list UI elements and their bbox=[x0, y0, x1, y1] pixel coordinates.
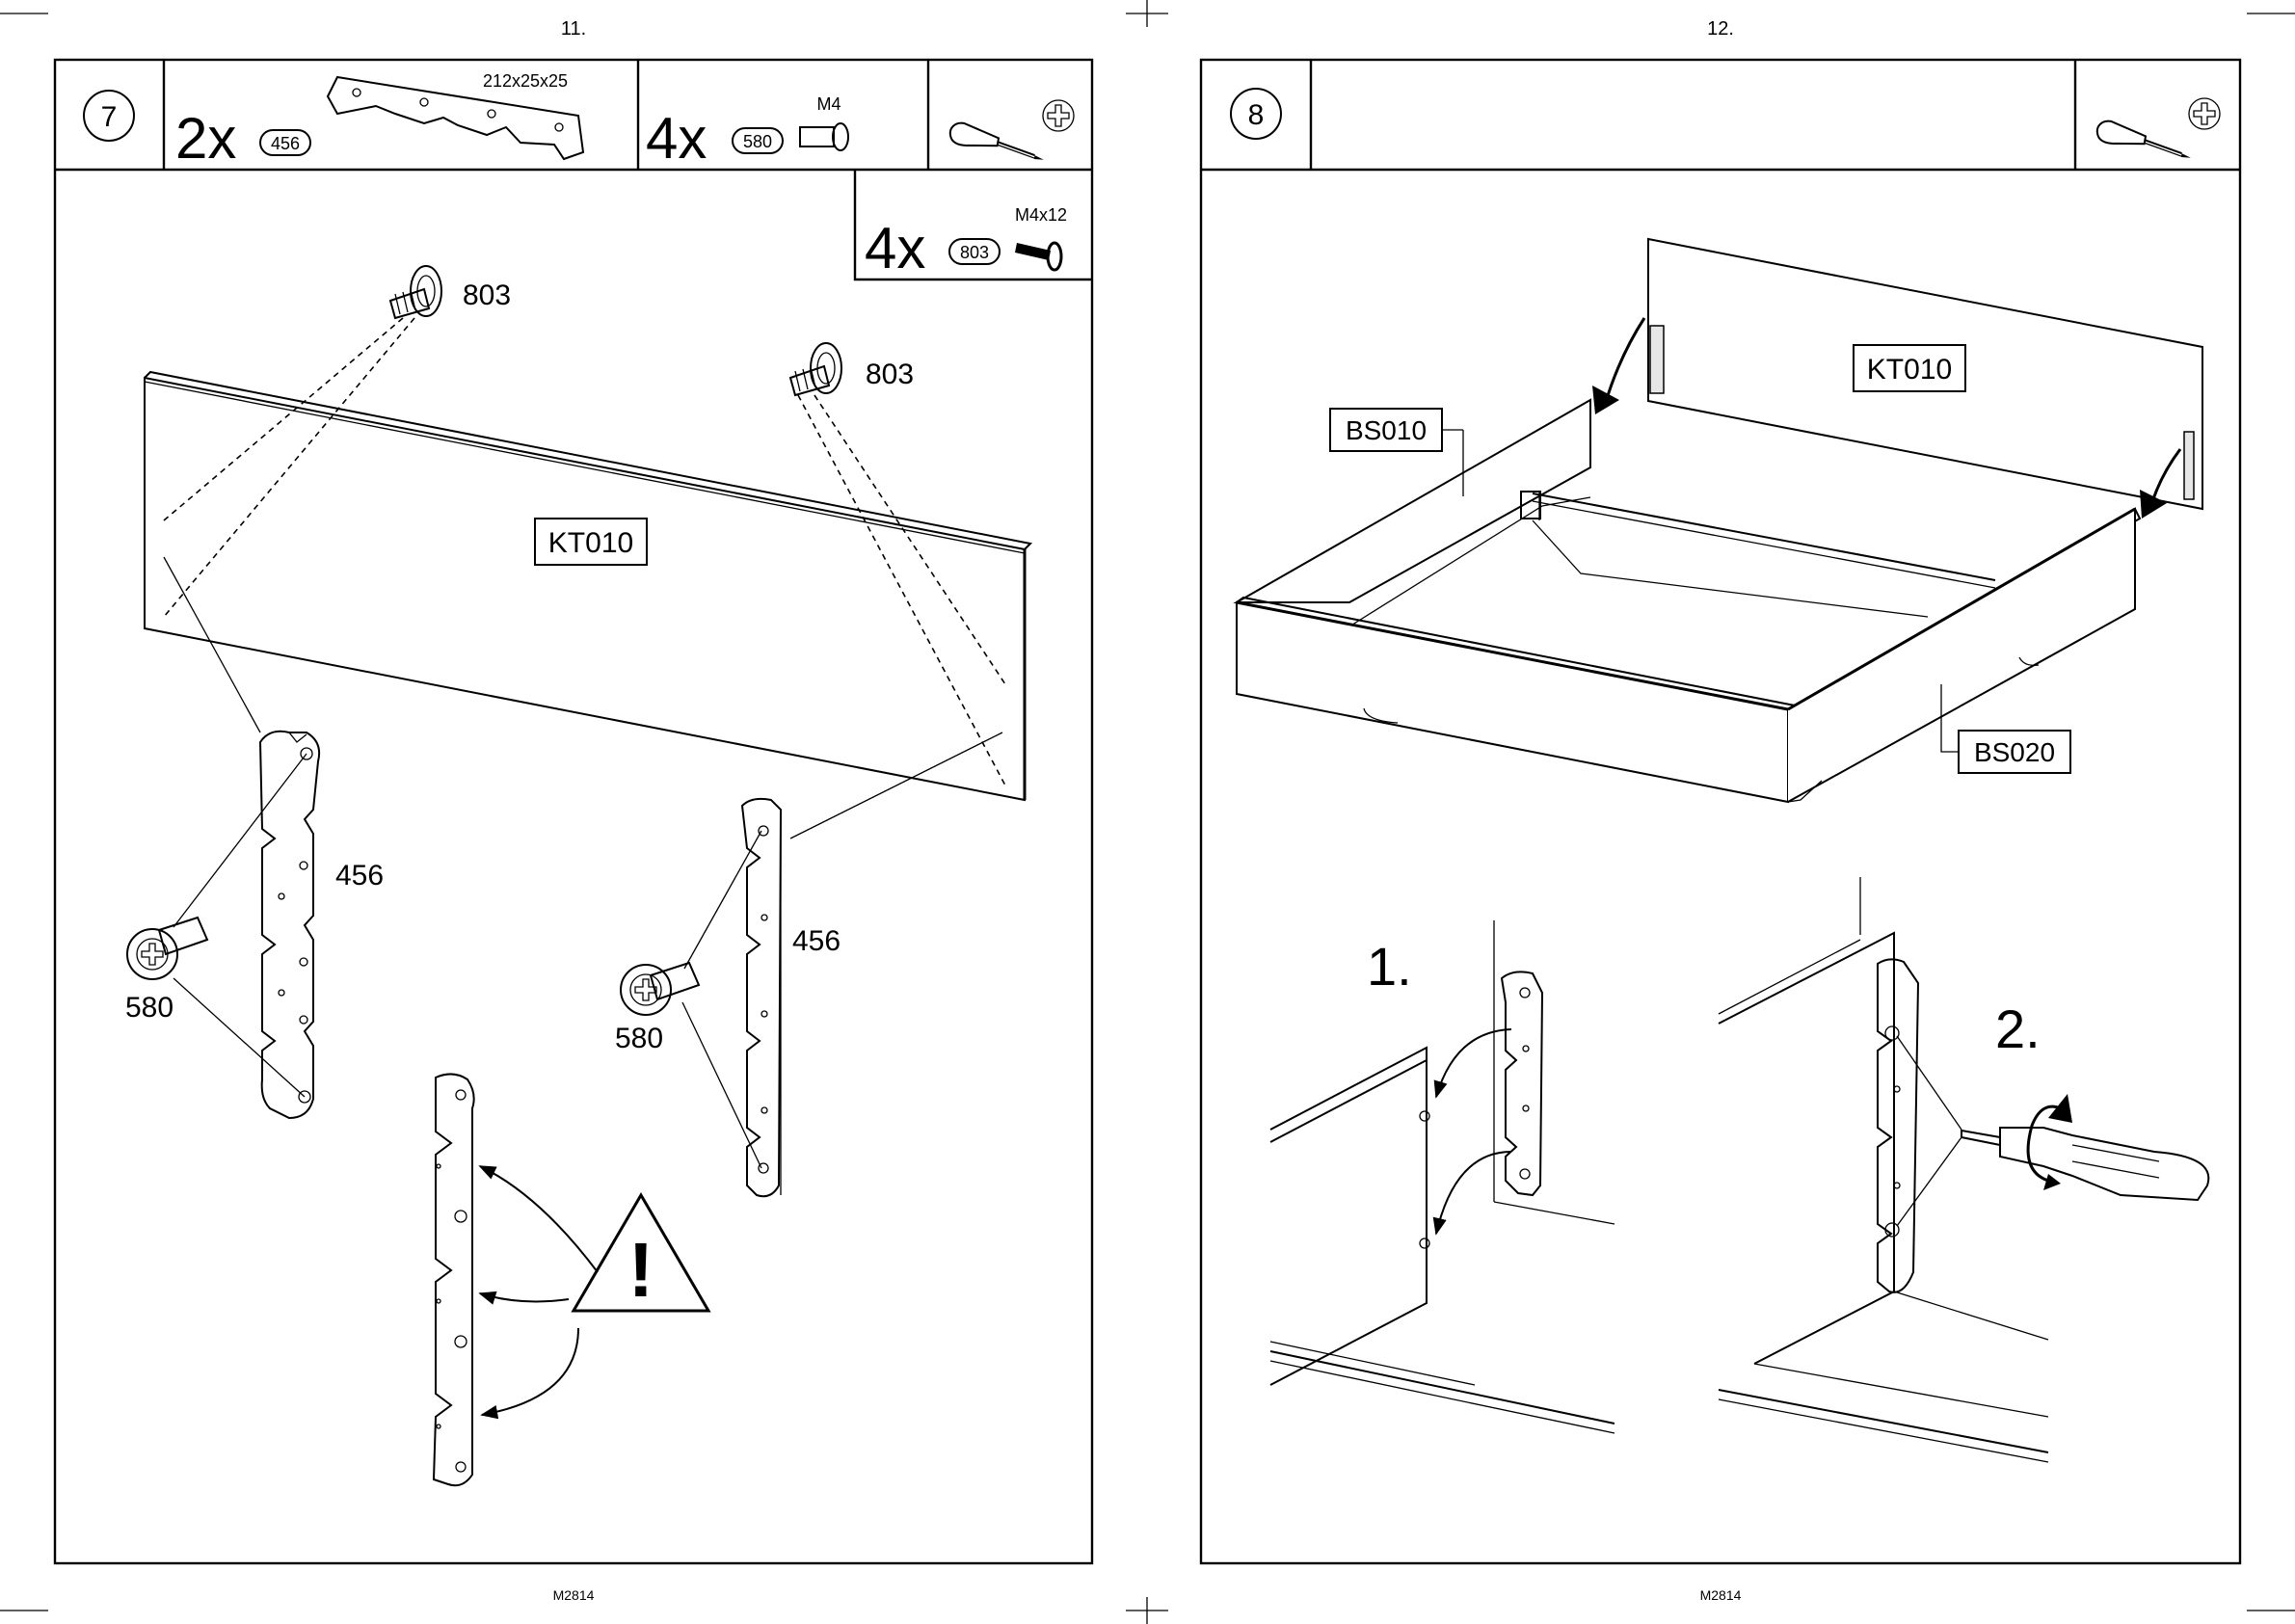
part-dims: 212x25x25 bbox=[483, 71, 568, 91]
detail-step-1: 1. bbox=[1270, 920, 1615, 1433]
part-dims: M4 bbox=[816, 94, 841, 114]
part-456-cell: 2x 456 212x25x25 bbox=[175, 71, 583, 171]
panel-label: KT010 bbox=[548, 527, 633, 559]
bolt-580-icon bbox=[800, 123, 848, 150]
tool-cell bbox=[2095, 98, 2220, 159]
footer-code: M2814 bbox=[1700, 1587, 1742, 1603]
page-number: 11. bbox=[561, 18, 586, 40]
step-badge: 8 bbox=[1231, 89, 1281, 139]
phillips-head-icon bbox=[2189, 98, 2220, 129]
screw-803-icon bbox=[1015, 243, 1061, 270]
screw-label: 803 bbox=[463, 280, 511, 311]
page-number: 12. bbox=[1707, 18, 1734, 40]
bolt-label: 580 bbox=[125, 992, 173, 1024]
part-id: 580 bbox=[743, 132, 772, 151]
headboard-label: KT010 bbox=[1867, 354, 1952, 386]
part-580-cell: 4x 580 M4 bbox=[646, 94, 848, 171]
screwdriver-icon bbox=[948, 121, 1048, 161]
footer-code: M2814 bbox=[553, 1587, 595, 1603]
part-dims: M4x12 bbox=[1015, 205, 1067, 225]
step-number: 8 bbox=[1248, 99, 1265, 131]
front-rail-label: BS020 bbox=[1974, 737, 2055, 767]
part-803-cell: 4x 803 M4x12 bbox=[865, 205, 1067, 280]
part-id: 803 bbox=[960, 243, 989, 262]
side-rail-label: BS010 bbox=[1346, 415, 1427, 445]
screwdriver-icon bbox=[2095, 120, 2195, 159]
phillips-head-icon bbox=[1043, 100, 1074, 131]
bolt-580-left: 580 bbox=[125, 754, 307, 1097]
part-quantity: 4x bbox=[646, 106, 707, 171]
step-number: 7 bbox=[101, 101, 118, 133]
screw-label: 803 bbox=[866, 359, 914, 390]
part-id: 456 bbox=[271, 134, 300, 153]
part-quantity: 4x bbox=[865, 216, 925, 280]
warning-symbol: ! bbox=[628, 1227, 654, 1313]
sub-step-label: 1. bbox=[1367, 936, 1412, 997]
part-quantity: 2x bbox=[175, 106, 236, 171]
panel-kt010: KT010 bbox=[145, 372, 1030, 800]
tool-cell bbox=[948, 100, 1074, 161]
page-frame bbox=[55, 60, 1092, 1563]
bolt-label: 580 bbox=[615, 1023, 663, 1054]
bolt-580-right: 580 bbox=[615, 831, 761, 1168]
rotate-clockwise-icon bbox=[2028, 1094, 2072, 1190]
bracket-label: 456 bbox=[792, 925, 841, 957]
page-12: 12. 8 KT010 bbox=[1201, 18, 2240, 1603]
page-11: 11. 7 2x 456 212x25x25 4x 580 bbox=[55, 18, 1092, 1603]
detail-step-2: 2. bbox=[1719, 877, 2208, 1462]
bed-assembly: KT010 bbox=[1237, 239, 2202, 802]
bracket-label: 456 bbox=[335, 860, 384, 892]
bracket-456-right: 456 bbox=[742, 732, 1002, 1196]
step-badge: 7 bbox=[84, 91, 134, 141]
sub-step-label: 2. bbox=[1995, 998, 2041, 1059]
screwdriver-icon bbox=[1961, 1128, 2208, 1200]
warning-detail: ! bbox=[434, 1074, 708, 1485]
